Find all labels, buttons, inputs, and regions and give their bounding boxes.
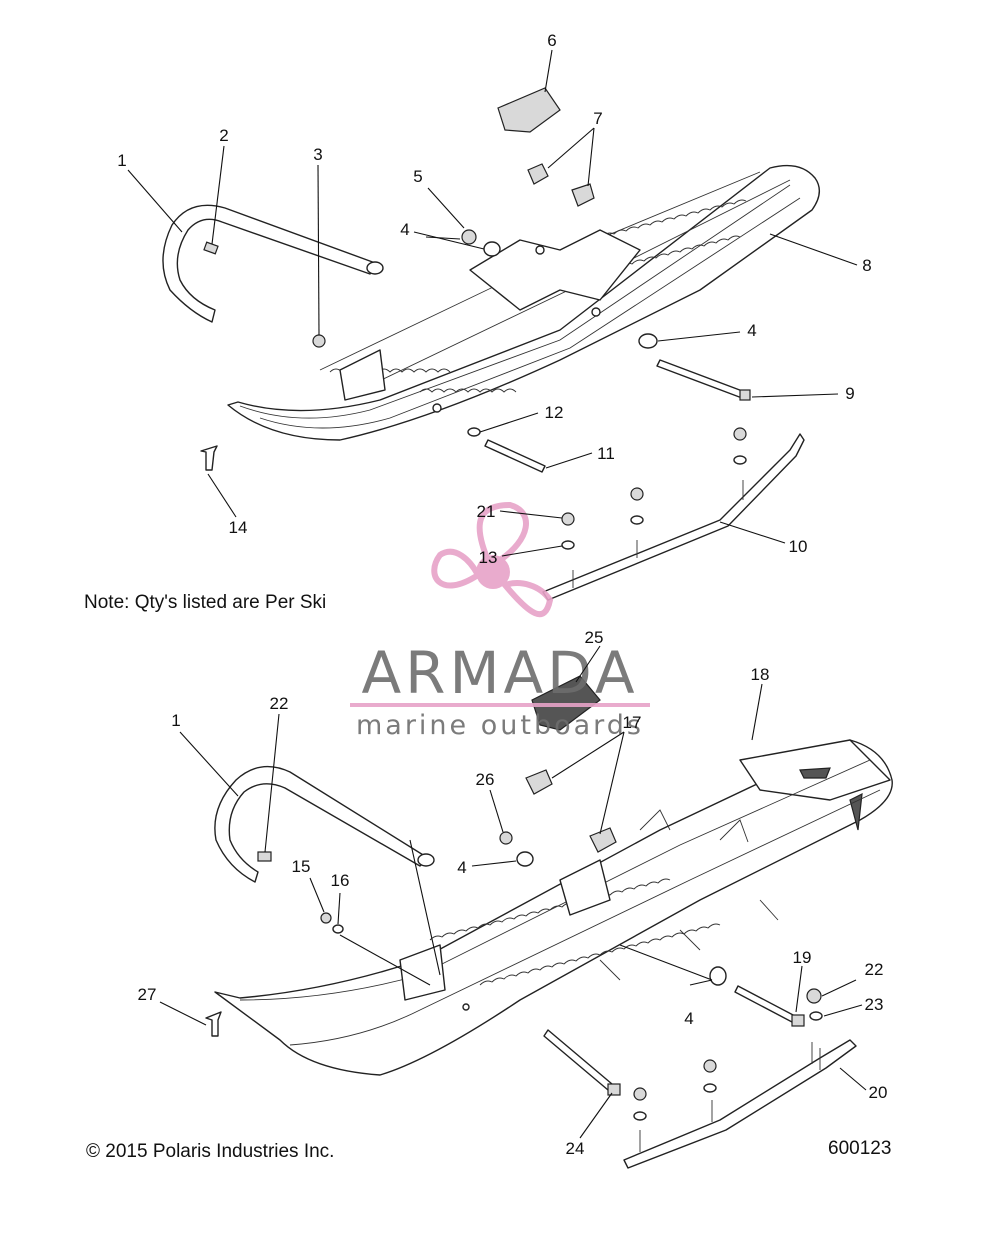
nut-21: [561, 512, 575, 526]
ski-body-lower: [214, 739, 893, 1076]
nut-3: [312, 334, 326, 348]
ski-body-upper: [227, 164, 820, 441]
callout-16: 16: [331, 871, 350, 890]
bolt-11: [484, 439, 546, 473]
washer-16: [332, 924, 344, 934]
washer-23: [809, 1011, 823, 1021]
nut-22b: [806, 988, 822, 1004]
callout-10: 10: [789, 537, 808, 556]
quantity-note: Note: Qty's listed are Per Ski: [84, 592, 327, 613]
callout-1-upper: 1: [117, 151, 126, 170]
callout-6: 6: [547, 31, 556, 50]
callout-21: 21: [477, 502, 496, 521]
bushing-17a: [525, 769, 553, 795]
callout-4-lower-a: 4: [457, 858, 466, 877]
watermark-brand: ARMADA: [361, 639, 638, 707]
watermark-logo: ARMADA marine outboards: [350, 501, 650, 741]
leader-lines: [127, 49, 867, 1139]
washer-4b: [638, 333, 658, 349]
callout-27: 27: [138, 985, 157, 1004]
callout-4-lower-b: 4: [684, 1009, 693, 1028]
callout-15: 15: [292, 857, 311, 876]
washer-4d: [709, 966, 727, 986]
nut-26: [499, 831, 513, 845]
callout-numbers: 1 2 3 4 5 6 7 8 4 9 12 11 14 21 13 10 1 …: [117, 31, 887, 1158]
bolt-19: [734, 985, 796, 1023]
callout-3: 3: [313, 145, 322, 164]
callout-18: 18: [751, 665, 770, 684]
handle-loop-lower: [214, 765, 435, 883]
callout-8: 8: [862, 256, 871, 275]
skag-bar-lower: [623, 1039, 857, 1169]
bolt-14: [200, 445, 218, 471]
callout-4-upper-a: 4: [400, 220, 409, 239]
callout-20: 20: [869, 1083, 888, 1102]
callout-1-lower: 1: [171, 711, 180, 730]
propeller-icon: [431, 501, 554, 618]
ski-wear-pad-6: [497, 87, 561, 133]
copyright-text: © 2015 Polaris Industries Inc.: [86, 1141, 335, 1162]
callout-23: 23: [865, 995, 884, 1014]
callout-12: 12: [545, 403, 564, 422]
nut-5: [461, 229, 477, 245]
callout-4-upper-b: 4: [747, 321, 756, 340]
callout-17: 17: [623, 713, 642, 732]
callout-9: 9: [845, 384, 854, 403]
bushing-7b: [571, 183, 595, 207]
callout-22-left: 22: [270, 694, 289, 713]
bolt-27: [205, 1011, 222, 1037]
washer-13: [561, 540, 575, 550]
lower-ski-assembly: [205, 675, 893, 1169]
bolt-24: [543, 1029, 613, 1091]
callout-11: 11: [597, 444, 615, 463]
washer-4c: [516, 851, 534, 867]
bolt-9: [656, 359, 746, 399]
callout-7: 7: [593, 109, 602, 128]
upper-ski-assembly: [162, 87, 820, 601]
nut-15: [320, 912, 332, 924]
bushing-7a: [527, 163, 549, 185]
washer-4a: [483, 241, 501, 257]
callout-13: 13: [479, 548, 498, 567]
callout-26: 26: [476, 770, 495, 789]
callout-5: 5: [413, 167, 422, 186]
callout-24: 24: [566, 1139, 585, 1158]
nut-22a: [257, 851, 272, 862]
washer-12: [467, 427, 481, 437]
figure-id: 600123: [828, 1138, 892, 1159]
callout-25: 25: [585, 628, 604, 647]
handle-loop-upper: [162, 204, 384, 323]
callout-22-right: 22: [865, 960, 884, 979]
watermark-tagline: marine outboards: [356, 710, 644, 741]
skag-bar-upper: [542, 433, 805, 601]
callout-14: 14: [229, 518, 248, 537]
callout-19: 19: [793, 948, 812, 967]
nut-2: [203, 241, 219, 255]
callout-2: 2: [219, 126, 228, 145]
bushing-17b: [589, 827, 617, 853]
